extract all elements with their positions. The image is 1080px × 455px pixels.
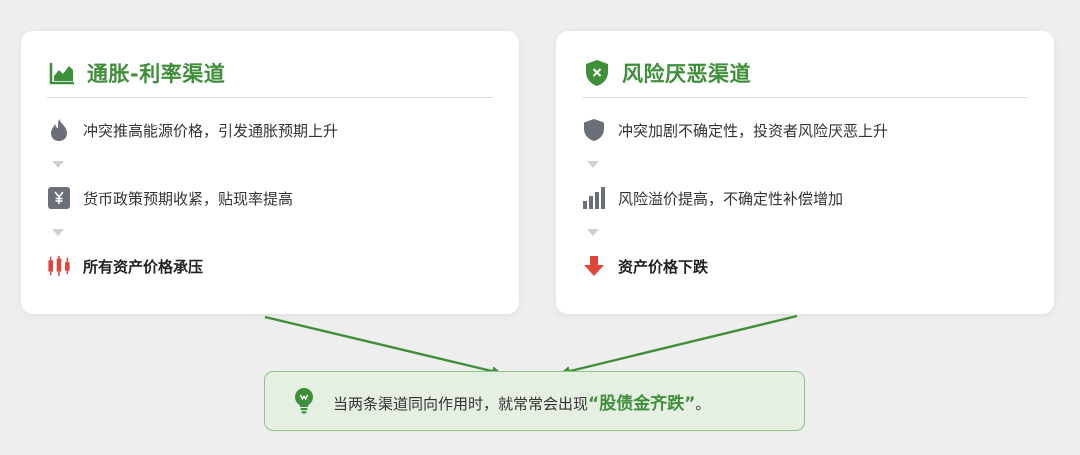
bar-chart-icon xyxy=(582,186,606,210)
yen-icon xyxy=(47,186,71,210)
connector-arrow xyxy=(47,152,493,176)
card-header: 风险厌恶渠道 xyxy=(582,55,1028,91)
step-risk-premium: 风险溢价提高，不确定性补偿增加 xyxy=(582,176,1028,220)
lightbulb-icon xyxy=(292,387,316,415)
card-title: 风险厌恶渠道 xyxy=(622,62,751,86)
shield-x-icon xyxy=(582,58,612,88)
step-label: 风险溢价提高，不确定性补偿增加 xyxy=(618,189,844,208)
step-uncertainty: 冲突加剧不确定性，投资者风险厌恶上升 xyxy=(582,108,1028,152)
step-asset-pressure: 所有资产价格承压 xyxy=(47,244,493,288)
shield-icon xyxy=(582,118,606,142)
step-monetary-policy: 货币政策预期收紧，贴现率提高 xyxy=(47,176,493,220)
left-arrow xyxy=(264,315,502,377)
step-label: 货币政策预期收紧，贴现率提高 xyxy=(83,189,294,208)
connector-arrow xyxy=(582,152,1028,176)
card-header: 通胀-利率渠道 xyxy=(47,55,493,91)
step-label: 冲突推高能源价格，引发通胀预期上升 xyxy=(83,121,339,140)
conclusion-emphasis: “股债金齐跌” xyxy=(588,393,696,414)
right-arrow xyxy=(560,314,798,376)
divider xyxy=(47,97,493,98)
area-chart-icon xyxy=(47,58,77,88)
connector-arrow xyxy=(47,220,493,244)
conclusion-suffix: 。 xyxy=(695,394,711,413)
conclusion-text: 当两条渠道同向作用时，就常常会出现“股债金齐跌”。 xyxy=(333,389,710,414)
conclusion-box: 当两条渠道同向作用时，就常常会出现“股债金齐跌”。 xyxy=(264,371,805,431)
flame-icon xyxy=(47,118,71,142)
step-label: 冲突加剧不确定性，投资者风险厌恶上升 xyxy=(618,121,889,140)
step-label: 资产价格下跌 xyxy=(618,257,709,276)
card-title: 通胀-利率渠道 xyxy=(87,62,226,86)
step-label: 所有资产价格承压 xyxy=(83,257,204,276)
down-arrow-icon xyxy=(582,254,606,278)
candlestick-icon xyxy=(47,254,71,278)
step-energy-price: 冲突推高能源价格，引发通胀预期上升 xyxy=(47,108,493,152)
inflation-rate-channel-card: 通胀-利率渠道 冲突推高能源价格，引发通胀预期上升 货币政策预期收紧，贴现率提高 xyxy=(21,31,519,314)
conclusion-prefix: 当两条渠道同向作用时，就常常会出现 xyxy=(333,394,589,413)
divider xyxy=(582,97,1028,98)
risk-aversion-channel-card: 风险厌恶渠道 冲突加剧不确定性，投资者风险厌恶上升 风险溢价提高，不确定性补偿增… xyxy=(556,31,1054,314)
connector-arrow xyxy=(582,220,1028,244)
step-asset-decline: 资产价格下跌 xyxy=(582,244,1028,288)
